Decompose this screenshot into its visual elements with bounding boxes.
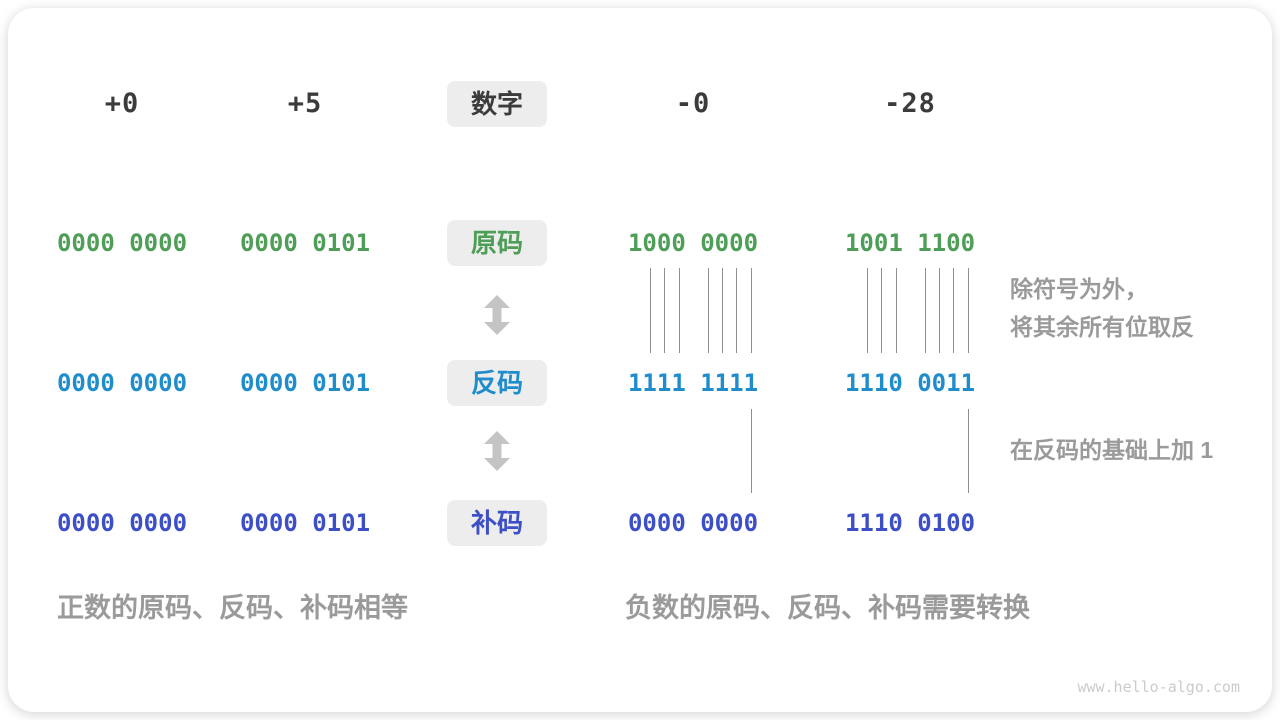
- bit-connector-line: [967, 268, 969, 353]
- negative-numbers-caption: 负数的原码、反码、补码需要转换: [625, 593, 1030, 623]
- bit-connector-line: [924, 268, 926, 353]
- ones-complement-label-box: 反码: [447, 360, 547, 406]
- invert-bits-annotation: 除符号为外， 将其余所有位取反: [1010, 270, 1194, 346]
- ones-complement-minus0: 1111 1111: [627, 369, 759, 397]
- bit-connector-line: [938, 268, 940, 353]
- sign-magnitude-minus0: 1000 0000: [627, 229, 759, 257]
- twos-complement-plus0: 0000 0000: [56, 509, 188, 537]
- bit-connector-line: [953, 268, 955, 353]
- bit-connector-line: [707, 268, 709, 353]
- updown-arrow-icon: [484, 431, 510, 471]
- number-header-minus0: -0: [675, 88, 711, 119]
- updown-arrow-icon: [484, 295, 510, 335]
- sign-magnitude-minus28: 1001 1100: [844, 229, 976, 257]
- ones-complement-minus28: 1110 0011: [844, 369, 976, 397]
- bit-connector-line: [664, 268, 666, 353]
- bit-connector-line: [750, 409, 752, 493]
- ones-complement-plus0: 0000 0000: [56, 369, 188, 397]
- bit-connector-line: [736, 268, 738, 353]
- sign-magnitude-label-box: 原码: [447, 220, 547, 266]
- twos-complement-minus0: 0000 0000: [627, 509, 759, 537]
- invert-bits-line2: 将其余所有位取反: [1010, 314, 1194, 340]
- positive-numbers-caption: 正数的原码、反码、补码相等: [57, 593, 408, 623]
- diagram-card: [8, 8, 1272, 712]
- invert-bits-line1: 除符号为外，: [1010, 276, 1148, 302]
- twos-complement-label-box: 补码: [447, 500, 547, 546]
- twos-complement-minus28: 1110 0100: [844, 509, 976, 537]
- bit-connector-line: [750, 268, 752, 353]
- watermark-url: www.hello-algo.com: [1077, 678, 1240, 696]
- bit-connector-line: [967, 409, 969, 493]
- bit-connector-line: [721, 268, 723, 353]
- twos-complement-plus5: 0000 0101: [239, 509, 371, 537]
- sign-magnitude-plus0: 0000 0000: [56, 229, 188, 257]
- ones-complement-plus5: 0000 0101: [239, 369, 371, 397]
- number-header-plus0: +0: [104, 88, 140, 119]
- bit-connector-line: [866, 268, 868, 353]
- add-one-annotation: 在反码的基础上加 1: [1010, 437, 1214, 463]
- sign-magnitude-plus5: 0000 0101: [239, 229, 371, 257]
- bit-connector-line: [895, 268, 897, 353]
- bit-connector-line: [881, 268, 883, 353]
- number-header-minus28: -28: [884, 88, 936, 119]
- bit-connector-line: [678, 268, 680, 353]
- bit-connector-line: [649, 268, 651, 353]
- number-header-plus5: +5: [287, 88, 323, 119]
- number-label-box: 数字: [447, 81, 547, 127]
